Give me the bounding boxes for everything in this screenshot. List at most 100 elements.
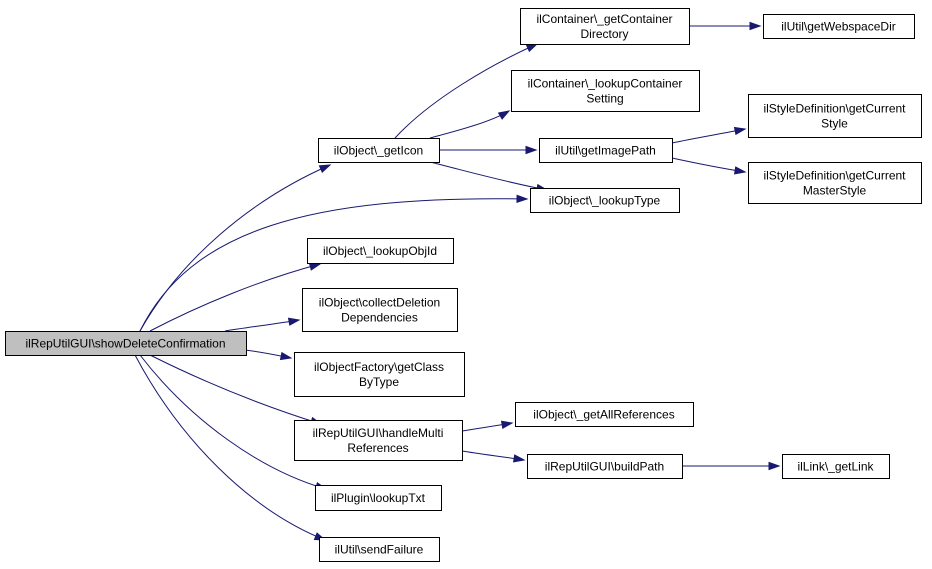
node-box[interactable] <box>5 331 247 356</box>
node-label: ilObject\_getAllReferences <box>533 408 674 422</box>
node-box[interactable] <box>748 162 922 204</box>
node-label: Directory <box>580 27 628 41</box>
edge-get-container-directory-to-get-webspace-dir <box>689 21 762 31</box>
node-box[interactable] <box>511 70 700 112</box>
edge-line <box>671 157 746 173</box>
node-box[interactable] <box>782 454 890 479</box>
node-label: ilUtil\sendFailure <box>335 543 424 557</box>
arrow-head <box>733 166 747 175</box>
node-label: Style <box>821 117 848 131</box>
node-label: MasterStyle <box>803 184 867 198</box>
edge-root-to-collect-deletion-dependencies <box>224 317 301 332</box>
node-label: ByType <box>359 375 399 389</box>
node-box[interactable] <box>520 8 690 45</box>
nodes-layer: ilRepUtilGUI\showDeleteConfirmation ilObj… <box>5 8 922 562</box>
node-label: ilObject\_getIcon <box>334 144 423 158</box>
node-label: ilUtil\getWebspaceDir <box>781 20 896 34</box>
node-label: ilStyleDefinition\getCurrent <box>763 102 906 116</box>
node-lookup-type[interactable]: ilObject\_lookupType <box>530 188 680 213</box>
node-box[interactable] <box>307 238 454 264</box>
arrow-head <box>525 145 538 155</box>
edge-line <box>139 198 528 332</box>
edge-line <box>394 43 538 139</box>
node-label: References <box>347 441 408 455</box>
arrow-head <box>525 43 539 53</box>
edge-build-path-to-get-link <box>682 461 781 471</box>
node-box[interactable] <box>318 138 440 163</box>
node-label: ilObject\_lookupType <box>549 194 661 208</box>
node-box[interactable] <box>763 14 915 39</box>
node-box[interactable] <box>294 420 463 461</box>
node-label: ilLink\_getLink <box>797 460 874 474</box>
node-lookup-txt[interactable]: ilPlugin\lookupTxt <box>315 485 442 511</box>
edge-line <box>134 354 326 541</box>
edge-line <box>224 319 300 332</box>
node-label: ilRepUtilGUI\buildPath <box>545 460 664 474</box>
node-label: ilContainer\_getContainer <box>536 12 672 26</box>
node-box[interactable] <box>515 402 694 427</box>
arrow-head <box>749 21 762 31</box>
node-root[interactable]: ilRepUtilGUI\showDeleteConfirmation <box>5 331 247 356</box>
arrow-head <box>318 164 332 174</box>
arrow-head <box>279 351 293 361</box>
node-label: ilPlugin\lookupTxt <box>331 491 426 505</box>
edge-handle-multi-references-to-get-all-references <box>461 420 514 432</box>
arrow-head <box>287 317 301 326</box>
arrow-head <box>497 110 511 120</box>
arrow-head <box>516 194 529 204</box>
node-label: Dependencies <box>341 311 418 325</box>
node-box[interactable] <box>319 537 440 562</box>
edge-line <box>139 354 327 490</box>
node-get-link[interactable]: ilLink\_getLink <box>782 454 890 479</box>
node-get-icon[interactable]: ilObject\_getIcon <box>318 138 440 163</box>
edge-line <box>139 164 331 332</box>
edge-line <box>429 110 510 139</box>
node-label: ilUtil\getImagePath <box>555 144 656 158</box>
node-box[interactable] <box>748 94 922 138</box>
edge-line <box>429 161 548 191</box>
node-send-failure[interactable]: ilUtil\sendFailure <box>319 537 440 562</box>
edge-root-to-get-icon <box>139 164 332 332</box>
arrow-head <box>512 454 526 463</box>
arrow-head <box>733 126 747 136</box>
node-box[interactable] <box>530 188 680 213</box>
node-label: ilObjectFactory\getClass <box>314 360 444 374</box>
node-box[interactable] <box>302 288 458 332</box>
edge-root-to-lookup-type <box>139 194 529 332</box>
edge-line <box>149 263 321 332</box>
node-build-path[interactable]: ilRepUtilGUI\buildPath <box>527 454 683 479</box>
arrow-head <box>768 461 781 471</box>
edge-get-image-path-to-get-current-master-style <box>671 157 747 175</box>
node-box[interactable] <box>294 352 465 397</box>
node-lookup-obj-id[interactable]: ilObject\_lookupObjId <box>307 238 454 264</box>
node-get-all-references[interactable]: ilObject\_getAllReferences <box>515 402 694 427</box>
edge-get-icon-to-lookup-type <box>429 161 549 193</box>
edge-handle-multi-references-to-build-path <box>461 450 526 463</box>
arrow-head <box>500 420 514 429</box>
node-box[interactable] <box>527 454 683 479</box>
arrow-head <box>308 262 322 271</box>
node-box[interactable] <box>539 138 673 163</box>
edge-line <box>671 128 746 144</box>
node-label: ilObject\collectDeletion <box>319 296 440 310</box>
node-get-image-path[interactable]: ilUtil\getImagePath <box>539 138 673 163</box>
node-label: ilContainer\_lookupContainer <box>528 77 683 91</box>
edge-root-to-get-class-by-type <box>244 349 293 361</box>
edge-get-icon-to-get-image-path <box>438 145 538 155</box>
node-label: ilStyleDefinition\getCurrent <box>763 169 906 183</box>
edge-line <box>149 354 322 425</box>
node-label: ilRepUtilGUI\showDeleteConfirmation <box>25 337 225 351</box>
edge-get-image-path-to-get-current-style <box>671 126 747 144</box>
node-get-webspace-dir[interactable]: ilUtil\getWebspaceDir <box>763 14 915 39</box>
node-label: ilRepUtilGUI\handleMulti <box>313 426 444 440</box>
node-label: Setting <box>586 92 623 106</box>
node-box[interactable] <box>315 485 442 511</box>
